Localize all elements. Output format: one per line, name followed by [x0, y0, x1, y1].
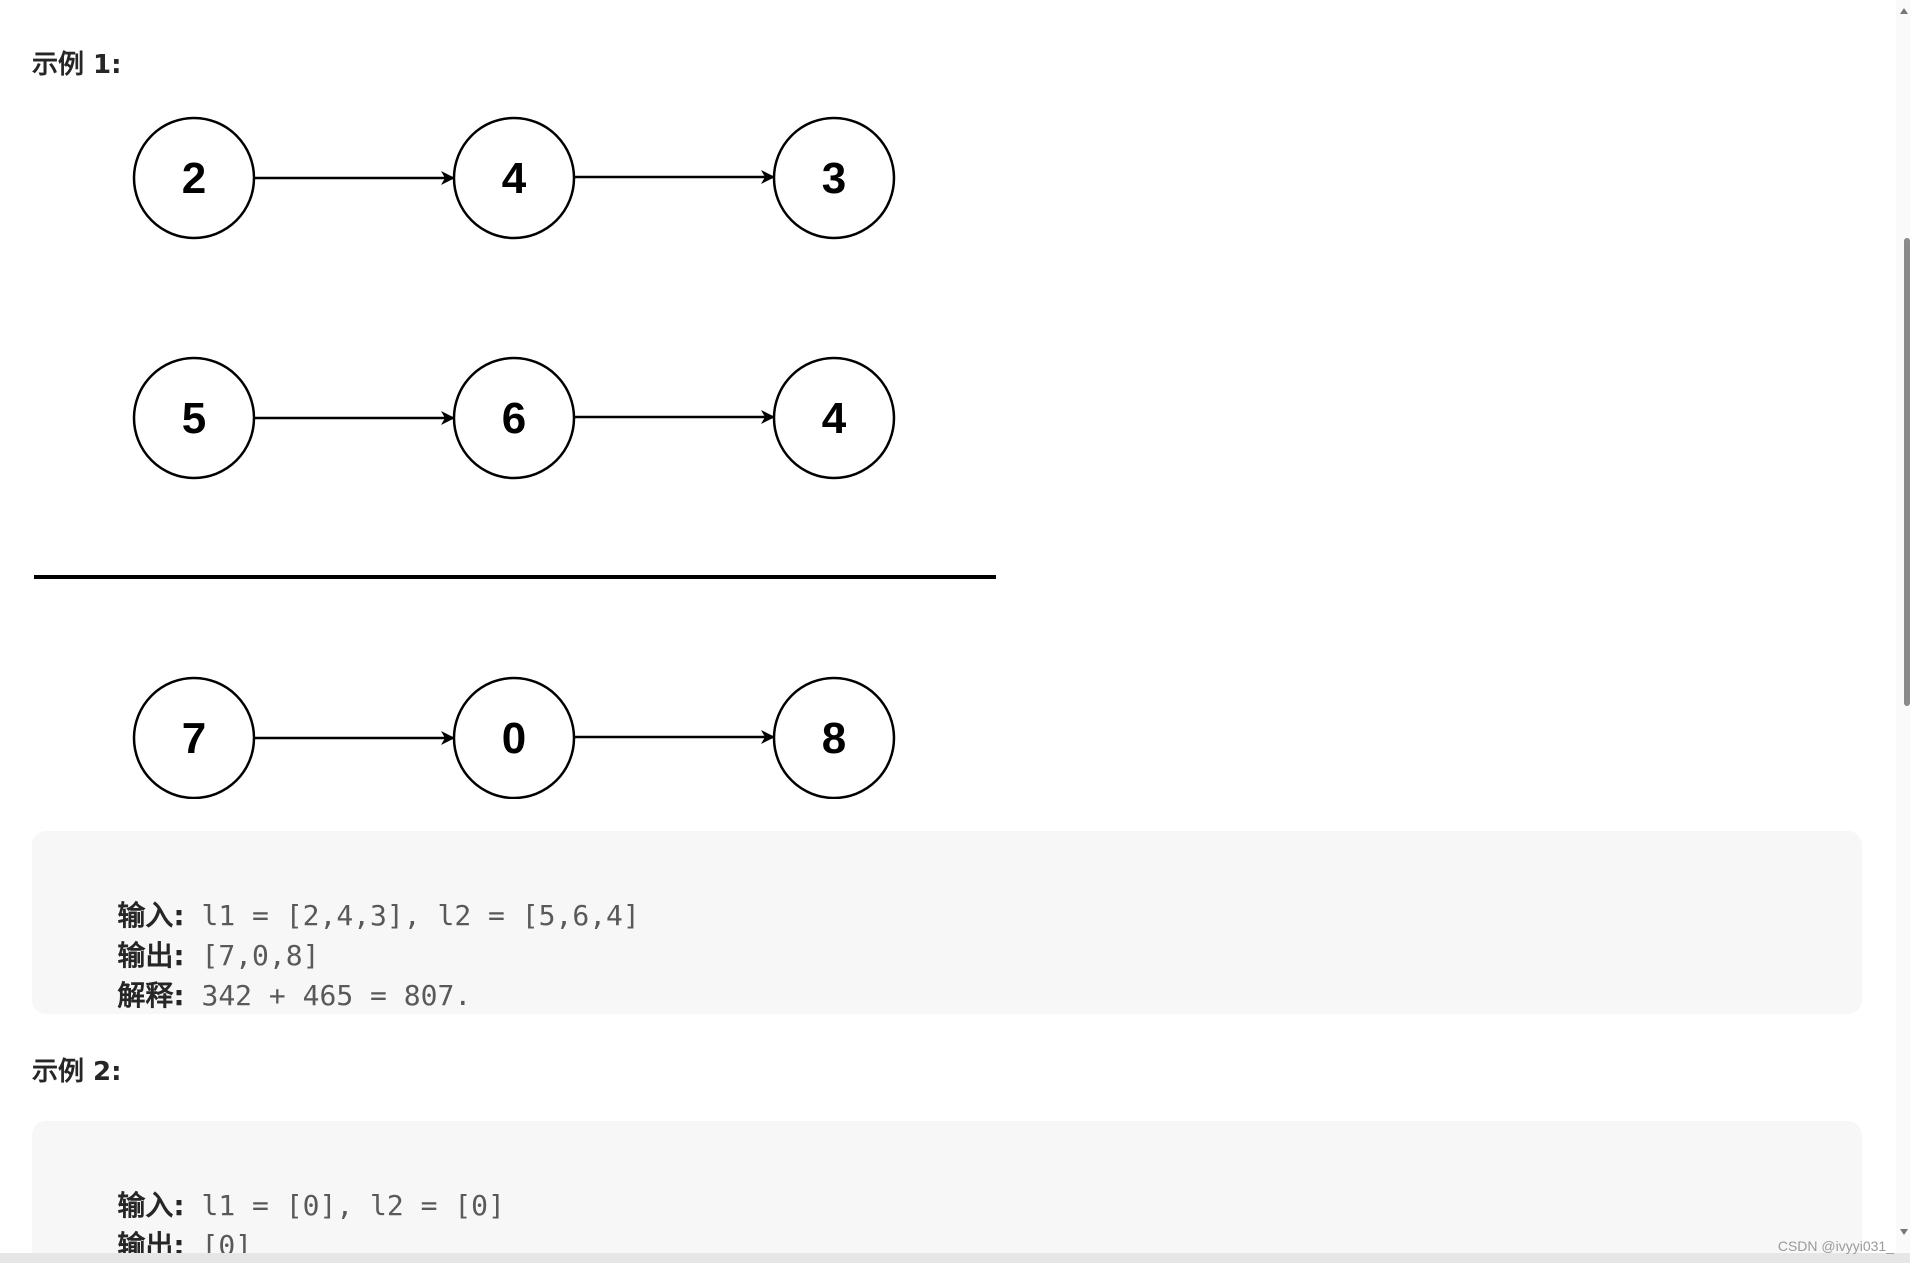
node-value: 8	[822, 714, 846, 763]
code-line-explanation: 解释: 342 + 465 = 807.	[64, 941, 471, 1047]
list-node	[452, 116, 576, 240]
node-value: 3	[822, 154, 846, 203]
node-value: 2	[182, 154, 206, 203]
input-value: l1 = [2,4,3], l2 = [5,6,4]	[184, 899, 640, 932]
list-node	[772, 116, 896, 240]
output-value: [7,0,8]	[184, 939, 320, 972]
explanation-label: 解释:	[117, 979, 185, 1012]
node-value: 7	[182, 714, 206, 763]
node-value: 0	[502, 714, 526, 763]
list-node	[452, 676, 576, 800]
node-value: 5	[182, 394, 206, 443]
list-node	[772, 356, 896, 480]
list-row-1: 2 4 3	[132, 116, 896, 240]
list-row-result: 7 0 8	[132, 676, 896, 800]
list-node	[132, 356, 256, 480]
node-value: 4	[502, 154, 527, 203]
vertical-scrollbar[interactable]	[1896, 0, 1910, 1253]
input-label: 输入:	[117, 899, 185, 932]
node-value: 6	[502, 394, 526, 443]
example-2-heading: 示例 2:	[32, 1057, 122, 1087]
list-node	[132, 676, 256, 800]
example-1-heading: 示例 1:	[32, 50, 122, 80]
input-label: 输入:	[117, 1189, 185, 1222]
input-value: l1 = [0], l2 = [0]	[184, 1189, 505, 1222]
watermark: CSDN @ivyyi031_	[1777, 1238, 1894, 1254]
scroll-down-arrow-icon[interactable]	[1900, 1229, 1908, 1235]
linked-list-diagram: 2 4 3 5 6 4 7 0 8	[0, 116, 1000, 810]
example-2-code-block: 输入: l1 = [0], l2 = [0] 输出: [0]	[32, 1121, 1862, 1263]
code-line-input: 输入: l1 = [2,4,3], l2 = [5,6,4]	[64, 861, 640, 967]
scroll-up-arrow-icon[interactable]	[1900, 8, 1908, 14]
list-node	[452, 356, 576, 480]
output-label: 输出:	[117, 939, 185, 972]
horizontal-scrollbar[interactable]	[0, 1253, 1910, 1263]
node-value: 4	[822, 394, 847, 443]
scrollbar-thumb[interactable]	[1904, 238, 1910, 706]
list-node	[132, 116, 256, 240]
code-line-output: 输出: [7,0,8]	[64, 901, 319, 1007]
code-line-input: 输入: l1 = [0], l2 = [0]	[64, 1151, 505, 1257]
example-1-code-block: 输入: l1 = [2,4,3], l2 = [5,6,4] 输出: [7,0,…	[32, 831, 1862, 1014]
list-row-2: 5 6 4	[132, 356, 896, 480]
list-node	[772, 676, 896, 800]
explanation-value: 342 + 465 = 807.	[184, 979, 472, 1012]
